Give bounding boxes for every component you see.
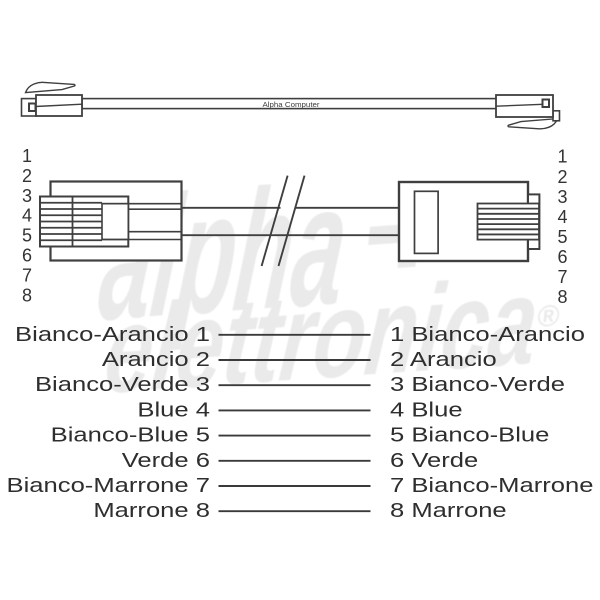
svg-text:8: 8 (557, 287, 567, 307)
svg-text:5 Bianco-Blue: 5 Bianco-Blue (390, 423, 549, 446)
svg-text:8 Marrone: 8 Marrone (390, 499, 507, 522)
svg-text:Verde 6: Verde 6 (122, 449, 210, 472)
svg-text:®: ® (535, 299, 561, 334)
svg-text:Arancio 2: Arancio 2 (102, 348, 210, 371)
svg-text:7: 7 (22, 265, 32, 285)
svg-text:4 Blue: 4 Blue (390, 398, 463, 421)
svg-text:1 Bianco-Arancio: 1 Bianco-Arancio (390, 323, 585, 346)
svg-text:8: 8 (22, 285, 32, 305)
svg-text:1: 1 (22, 146, 32, 166)
svg-text:1: 1 (557, 147, 567, 167)
svg-text:2 Arancio: 2 Arancio (390, 348, 497, 371)
svg-text:Bianco-Arancio 1: Bianco-Arancio 1 (15, 323, 210, 346)
svg-text:Alpha Computer: Alpha Computer (262, 100, 320, 108)
svg-text:5: 5 (22, 226, 32, 246)
svg-text:4: 4 (557, 207, 567, 227)
svg-text:4: 4 (22, 206, 32, 226)
svg-text:3 Bianco-Verde: 3 Bianco-Verde (390, 373, 565, 396)
svg-text:5: 5 (557, 227, 567, 247)
svg-text:Bianco-Marrone 7: Bianco-Marrone 7 (7, 474, 210, 497)
svg-text:Bianco-Verde 3: Bianco-Verde 3 (35, 373, 210, 396)
svg-text:7 Bianco-Marrone: 7 Bianco-Marrone (390, 474, 593, 497)
svg-text:2: 2 (22, 166, 32, 186)
svg-text:3: 3 (557, 187, 567, 207)
svg-text:Marrone 8: Marrone 8 (93, 499, 210, 522)
svg-text:6: 6 (557, 247, 567, 267)
svg-text:6 Verde: 6 Verde (390, 449, 478, 472)
svg-text:6: 6 (22, 246, 32, 266)
svg-text:7: 7 (557, 267, 567, 287)
svg-text:Blue 4: Blue 4 (137, 398, 210, 421)
svg-text:Bianco-Blue 5: Bianco-Blue 5 (51, 423, 210, 446)
svg-text:2: 2 (557, 167, 567, 187)
svg-text:3: 3 (22, 186, 32, 206)
